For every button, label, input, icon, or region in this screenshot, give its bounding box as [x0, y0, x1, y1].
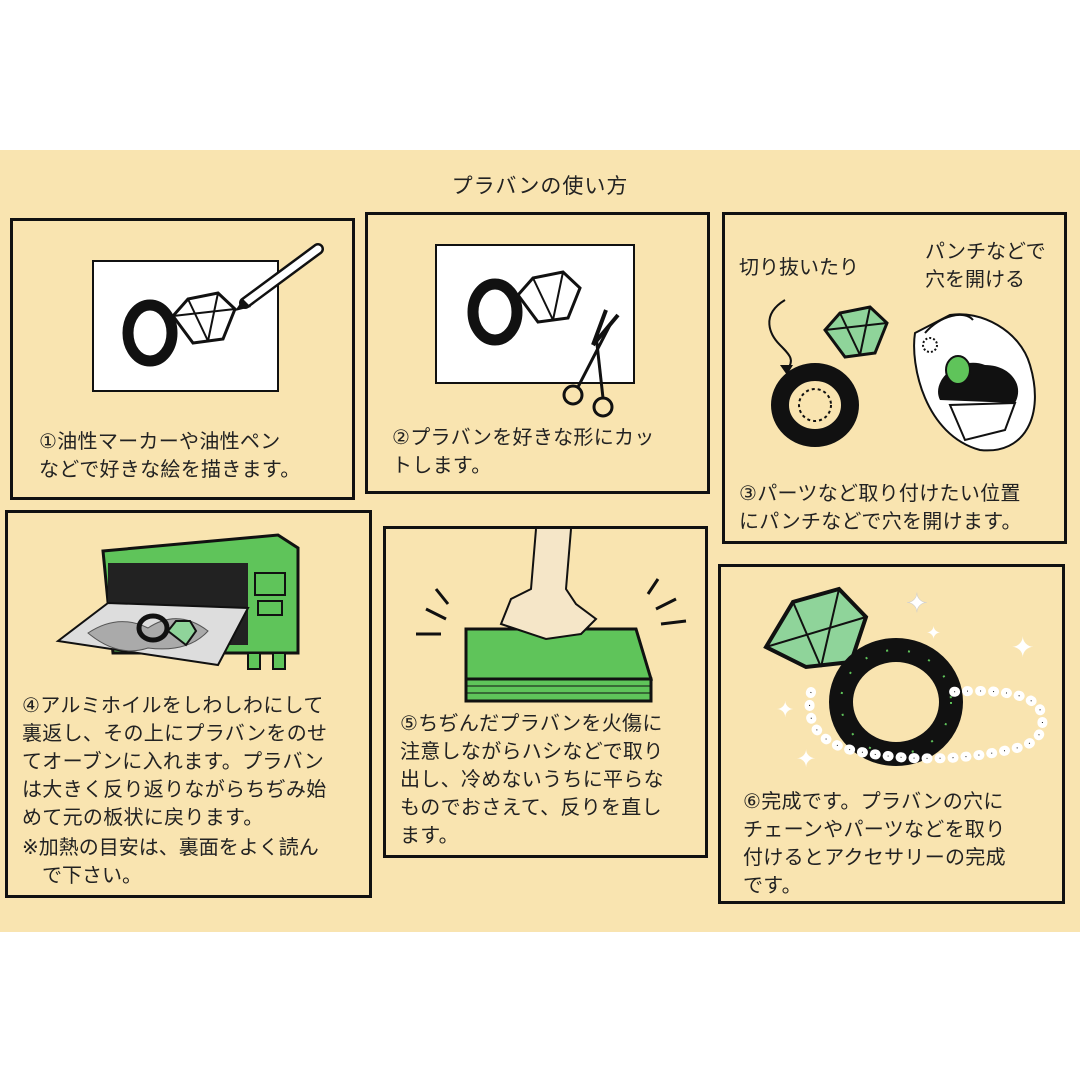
step-3-panel: 切り抜いたり パンチなどで 穴を開ける ③パーツなど取り付けたい位置 にパンチな…	[722, 212, 1067, 544]
punch-label: パンチなどで 穴を開ける	[925, 239, 1046, 291]
step-1-panel: ①油性マーカーや油性ペン などで好きな絵を描きます。	[10, 218, 355, 500]
cut-label: 切り抜いたり	[739, 255, 859, 279]
step-4-panel: ④アルミホイルをしわしわにして 裏返し、その上にプラバンをのせ てオーブンに入れ…	[5, 510, 372, 898]
step-2-panel: ②プラバンを好きな形にカッ トします。	[365, 212, 710, 494]
punching-illustration	[768, 299, 1036, 452]
page-title: プラバンの使い方	[451, 174, 629, 198]
svg-text:✦: ✦	[796, 745, 816, 773]
svg-text:✦: ✦	[926, 623, 941, 644]
drawing-illustration	[92, 243, 324, 392]
pressing-illustration	[416, 529, 687, 703]
svg-text:✦: ✦	[776, 698, 794, 723]
finished-illustration: ✦ ✦ ✦ ✦ ✦	[763, 586, 1048, 773]
step-4-note: ※加熱の目安は、裏面をよく読ん で下さい。	[22, 835, 319, 887]
step-2-text: ②プラバンを好きな形にカッ トします。	[392, 425, 655, 477]
oven-illustration	[55, 533, 300, 670]
svg-text:✦: ✦	[906, 589, 928, 619]
step-1-text: ①油性マーカーや油性ペン などで好きな絵を描きます。	[39, 429, 301, 481]
step-6-panel: ✦ ✦ ✦ ✦ ✦ ⑥完成です。プラバンの穴に チェーンやパーツなどを取り 付け…	[718, 564, 1065, 904]
step-5-text: ⑤ちぢんだプラバンを火傷に 注意しながらハシなどで取り 出し、冷めないうちに平ら…	[400, 711, 664, 847]
step-4-text: ④アルミホイルをしわしわにして 裏返し、その上にプラバンをのせ てオーブンに入れ…	[22, 693, 328, 829]
svg-text:✦: ✦	[1011, 631, 1034, 664]
cutting-illustration	[435, 244, 635, 418]
step-3-text: ③パーツなど取り付けたい位置 にパンチなどで穴を開けます。	[739, 481, 1022, 533]
step-5-panel: ⑤ちぢんだプラバンを火傷に 注意しながらハシなどで取り 出し、冷めないうちに平ら…	[383, 526, 708, 858]
step-6-text: ⑥完成です。プラバンの穴に チェーンやパーツなどを取り 付けるとアクセサリーの完…	[743, 789, 1006, 897]
